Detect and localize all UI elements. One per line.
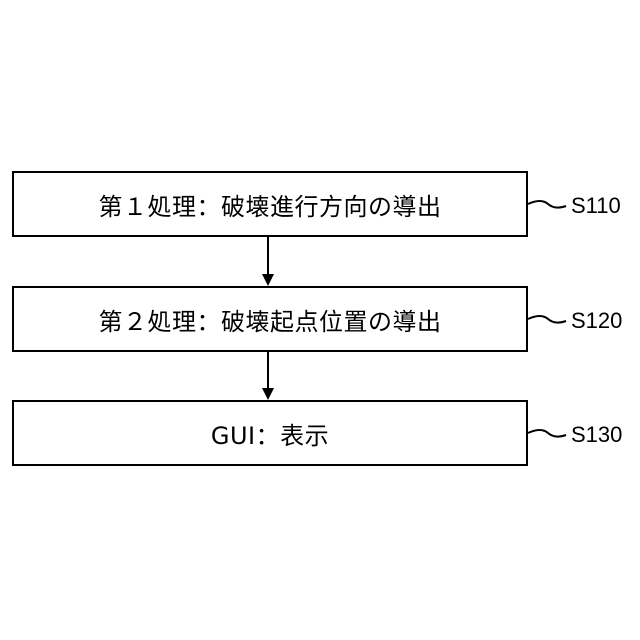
leader-line-s110 [528, 201, 566, 208]
leader-line-s130 [528, 430, 566, 437]
leader-line-s120 [528, 316, 566, 323]
arrow-head-1 [262, 274, 274, 286]
arrow-head-2 [262, 388, 274, 400]
step-label-s130: S130 [571, 422, 622, 448]
step-label-s120: S120 [571, 308, 622, 334]
step-label-s110: S110 [571, 193, 621, 219]
